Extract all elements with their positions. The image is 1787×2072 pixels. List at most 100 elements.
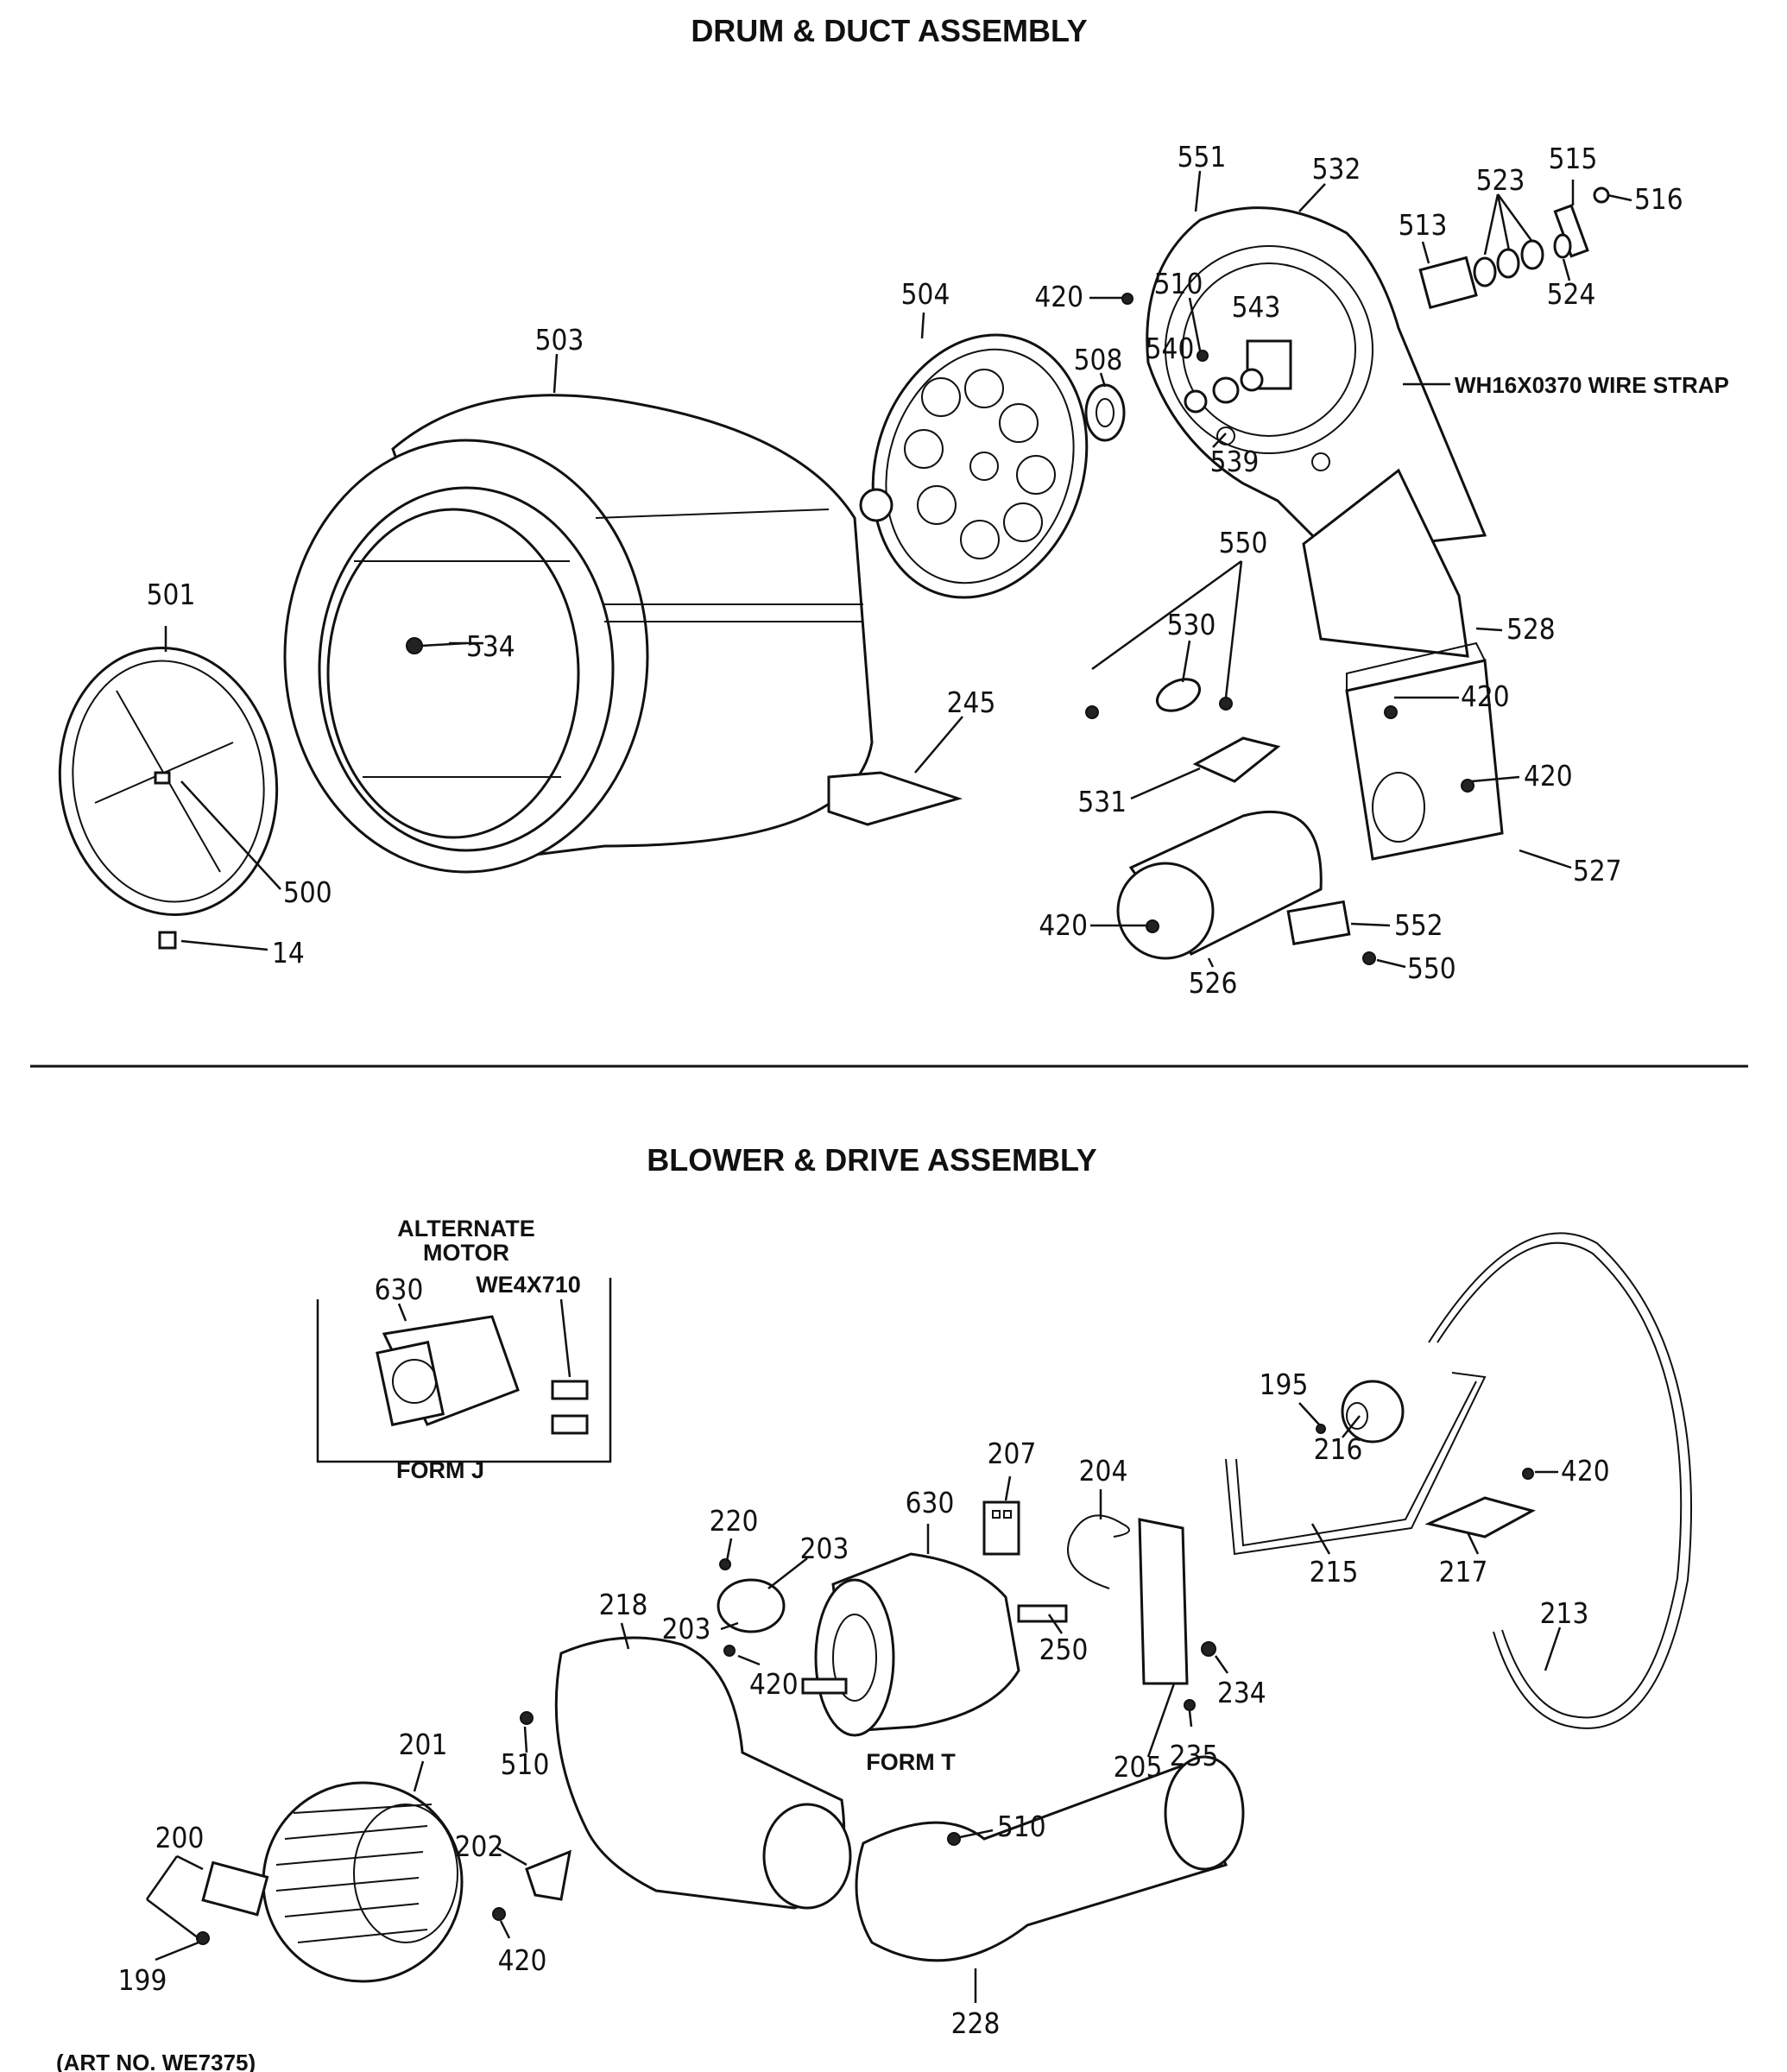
label-207: 207	[988, 1437, 1037, 1470]
idler-bracket-527	[1345, 641, 1504, 861]
label-526: 526	[1189, 966, 1238, 1000]
alternate-motor-heading-2: MOTOR	[423, 1240, 509, 1266]
label-201: 201	[399, 1728, 448, 1761]
label-550-upper: 550	[1219, 526, 1268, 559]
label-528: 528	[1506, 612, 1556, 646]
form-t-label: FORM T	[866, 1749, 956, 1775]
form-j-label: FORM J	[396, 1457, 484, 1483]
label-420-idler: 420	[1561, 1454, 1610, 1488]
switch-552	[1286, 900, 1351, 946]
label-501: 501	[147, 578, 196, 611]
label-552: 552	[1394, 908, 1443, 942]
label-543: 543	[1232, 290, 1281, 324]
clip-202	[525, 1849, 571, 1901]
label-420-clip: 420	[498, 1943, 547, 1977]
label-630: 630	[906, 1486, 955, 1519]
label-513: 513	[1399, 208, 1448, 242]
nut-516	[1593, 186, 1610, 204]
label-420-mid: 420	[1461, 679, 1510, 713]
bearing-508	[1084, 383, 1126, 442]
label-420-motor: 420	[1039, 908, 1088, 942]
thermostat-200	[201, 1860, 269, 1917]
drum-duct-assembly-title: DRUM & DUCT ASSEMBLY	[691, 13, 1087, 48]
label-534: 534	[466, 629, 515, 663]
rear-panel-551-532	[1146, 206, 1487, 554]
label-14: 14	[272, 936, 305, 970]
leaders-blower	[145, 1402, 1562, 2003]
exhaust-duct-228	[855, 1755, 1245, 1962]
bracket-531	[1192, 736, 1281, 783]
bracket-217	[1424, 1496, 1536, 1538]
clip-14	[158, 931, 177, 950]
label-234: 234	[1217, 1676, 1266, 1709]
motor-mount-203	[717, 1578, 786, 1633]
label-199: 199	[118, 1963, 167, 1997]
front-panel-501-500	[58, 647, 279, 916]
label-195: 195	[1260, 1368, 1309, 1401]
label-218: 218	[599, 1588, 648, 1621]
label-515: 515	[1549, 142, 1598, 175]
label-420-right: 420	[1524, 759, 1573, 793]
art-number: (ART NO. WE7375)	[56, 2050, 256, 2072]
label-524: 524	[1547, 277, 1596, 311]
label-500: 500	[283, 875, 332, 909]
label-630-alt: 630	[375, 1273, 424, 1306]
label-539: 539	[1210, 445, 1260, 478]
label-531: 531	[1077, 785, 1127, 818]
thermostat-530	[1155, 678, 1202, 712]
clamp-204	[1067, 1514, 1130, 1589]
label-504: 504	[901, 277, 950, 311]
motor-630	[801, 1552, 1068, 1737]
label-235: 235	[1170, 1739, 1219, 1772]
rear-drum-head-504	[859, 333, 1089, 599]
label-420-mount: 420	[749, 1667, 799, 1701]
blower-wheel-201	[262, 1781, 464, 1983]
label-204: 204	[1079, 1454, 1128, 1488]
blower-drive-assembly-title: BLOWER & DRIVE ASSEMBLY	[647, 1142, 1096, 1178]
label-205: 205	[1114, 1750, 1163, 1784]
motor-526	[1116, 810, 1323, 960]
motor-clip-513	[1418, 256, 1478, 310]
label-213: 213	[1540, 1596, 1589, 1630]
label-203-upper: 203	[800, 1532, 849, 1565]
blower-housing-218	[554, 1636, 852, 1910]
label-551: 551	[1178, 140, 1227, 174]
drum-belt-213	[1428, 1232, 1692, 1729]
label-530: 530	[1167, 608, 1216, 641]
label-200: 200	[155, 1821, 205, 1854]
label-516: 516	[1634, 182, 1683, 216]
switch-207	[982, 1500, 1020, 1556]
label-510-duct: 510	[997, 1810, 1046, 1843]
label-540: 540	[1146, 332, 1195, 365]
label-250: 250	[1039, 1633, 1089, 1666]
label-503: 503	[535, 323, 584, 357]
drum-503	[283, 394, 874, 874]
bracket-205	[1138, 1518, 1189, 1685]
wire-strap-note: WH16X0370 WIRE STRAP	[1455, 372, 1729, 398]
label-216: 216	[1314, 1432, 1363, 1466]
label-220: 220	[710, 1504, 759, 1538]
label-217: 217	[1439, 1555, 1488, 1589]
label-510-top: 510	[1154, 267, 1203, 300]
label-we4x710: WE4X710	[476, 1272, 581, 1298]
washers-523	[1473, 239, 1544, 287]
label-228: 228	[951, 2006, 1001, 2040]
alternate-motor-box: ALTERNATE MOTOR 630 WE4X710 FORM J	[316, 1216, 612, 1483]
label-532: 532	[1312, 152, 1361, 186]
label-203-lower: 203	[662, 1612, 711, 1646]
label-215: 215	[1310, 1555, 1359, 1589]
label-508: 508	[1074, 343, 1123, 376]
idler-pulley-216	[1341, 1380, 1405, 1443]
label-550-lower: 550	[1407, 951, 1456, 985]
drum-labels: 503 504 551 532 523 515 516 513 524 420 …	[147, 140, 1729, 1000]
duct-528	[1302, 468, 1469, 658]
alternate-motor-heading-1: ALTERNATE	[397, 1216, 534, 1241]
screws-blower	[196, 1424, 1534, 1945]
label-527: 527	[1573, 854, 1622, 888]
label-510-left: 510	[501, 1747, 550, 1781]
idler-arm-215	[1225, 1372, 1487, 1556]
label-245: 245	[947, 685, 996, 719]
blower-labels: 207 630 204 195 216 420 220 203 203 218 …	[118, 1368, 1610, 2040]
leaders-drum	[164, 170, 1632, 969]
